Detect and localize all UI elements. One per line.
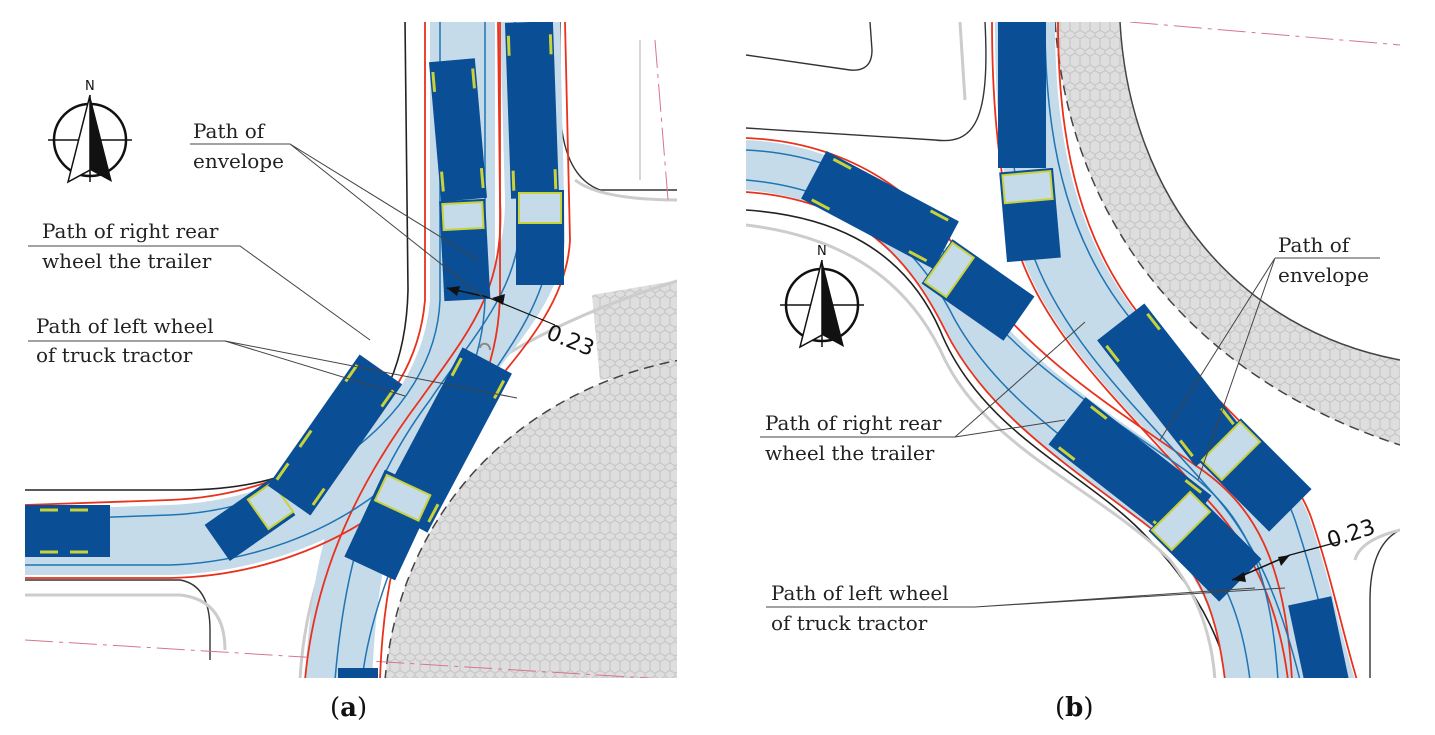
- label-a-envelope-line1: Path of: [193, 119, 266, 143]
- label-b-left-wheel-line2: of truck tractor: [771, 611, 928, 635]
- truck-b-south-trailer: [1048, 397, 1212, 543]
- traffic-island-b: [1055, 22, 1400, 445]
- label-a-left-wheel-line1: Path of left wheel: [36, 314, 214, 338]
- truck-b-north-trailer: [998, 22, 1046, 168]
- truck-a-south-cab: [516, 190, 564, 285]
- caption-a: (a): [330, 693, 367, 723]
- panel-a: [25, 22, 677, 678]
- label-b-envelope-line1: Path of: [1278, 233, 1351, 257]
- dimension-b: [1231, 541, 1339, 582]
- traffic-island: [385, 360, 677, 678]
- truck-b-south-cab: [1148, 488, 1262, 602]
- road-edge-inner-left: [25, 579, 211, 660]
- label-a-left-wheel-line2: of truck tractor: [36, 343, 193, 367]
- truck-b-exit: [1288, 596, 1350, 678]
- truck-a-north-trailer: [428, 58, 488, 202]
- island-upper: [592, 280, 677, 380]
- label-b-left-wheel-line1: Path of left wheel: [771, 581, 949, 605]
- label-b-envelope-line2: envelope: [1278, 263, 1369, 287]
- truck-b-west-cab: [921, 239, 1035, 341]
- panel-b: [746, 22, 1400, 678]
- label-b-right-rear-line1: Path of right rear: [765, 411, 942, 435]
- truck-b-west-trailer: [801, 150, 959, 270]
- north-arrow-b: N: [780, 244, 864, 349]
- truck-a-south-trailer: [504, 22, 560, 199]
- label-a-envelope-line2: envelope: [193, 149, 284, 173]
- north-label-a: N: [85, 79, 95, 94]
- dimension-b-value: 0.23: [1324, 515, 1378, 554]
- north-label-b: N: [817, 244, 827, 259]
- truck-b-north-cab: [999, 167, 1061, 263]
- label-a-right-rear-line1: Path of right rear: [42, 219, 219, 243]
- labels-b: Path of envelope Path of right rear whee…: [760, 233, 1380, 635]
- truck-b-east-trailer: [1097, 303, 1243, 467]
- label-a-right-rear-line2: wheel the trailer: [42, 249, 212, 273]
- truck-a-west-cab: [204, 479, 296, 561]
- truck-a-south-cab2: [344, 469, 436, 581]
- label-b-right-rear-line2: wheel the trailer: [765, 441, 935, 465]
- north-arrow-a: N: [48, 79, 132, 184]
- truck-b-east-cab: [1198, 418, 1312, 532]
- dimension-a-value: 0.23: [543, 320, 598, 362]
- caption-b: (b): [1055, 693, 1094, 723]
- swept-path-b-west: [746, 140, 1290, 678]
- truck-a-west-trailer: [25, 505, 110, 557]
- truck-a-north-cab: [439, 198, 491, 302]
- truck-a-west-body: [267, 354, 403, 516]
